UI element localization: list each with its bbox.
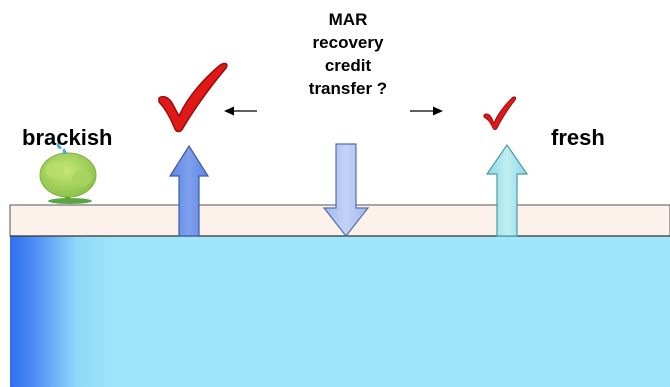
left-pointer-arrow <box>224 106 257 116</box>
mar-line-4: transfer ? <box>308 79 388 98</box>
brackish-recovery-arrow <box>168 144 210 237</box>
mar-question-label: MAR recovery credit transfer ? <box>288 8 408 100</box>
mar-line-1: MAR <box>328 10 368 29</box>
mar-line-2: recovery <box>312 33 384 52</box>
aquifer-body <box>10 236 670 387</box>
fresh-label: fresh <box>551 125 605 150</box>
tree-icon <box>39 142 97 204</box>
left-check-mark-icon <box>158 62 228 133</box>
fresh-recovery-arrow <box>485 143 529 237</box>
right-check-mark-icon <box>483 96 517 130</box>
right-pointer-arrow <box>410 106 443 116</box>
mar-line-3: credit <box>324 56 372 75</box>
brackish-label: brackish <box>22 125 113 150</box>
injection-arrow <box>322 143 370 237</box>
